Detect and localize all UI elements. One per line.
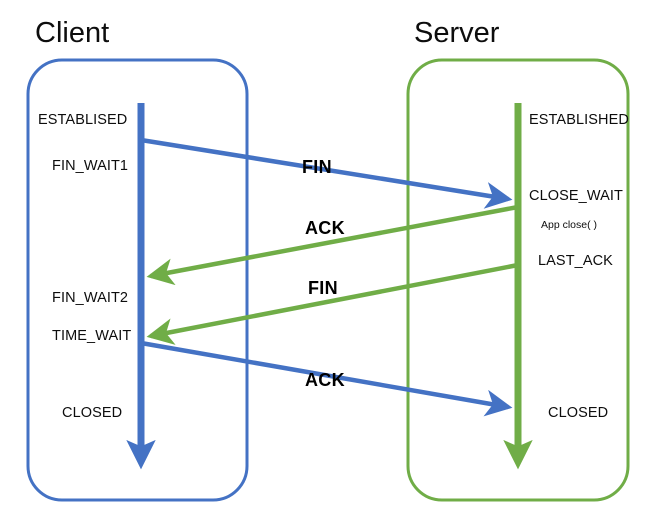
server-state-established: ESTABLISHED (529, 112, 629, 128)
client-state-fin-wait1: FIN_WAIT1 (52, 158, 129, 174)
client-state-established: ESTABLISED (38, 112, 128, 128)
server-state-last-ack: LAST_ACK (538, 253, 613, 269)
server-state-close-wait: CLOSE_WAIT (529, 188, 623, 204)
message-arrow-ack-server-to-client (146, 204, 519, 286)
server-state-closed: CLOSED (548, 405, 609, 421)
client-state-closed: CLOSED (62, 405, 123, 421)
message-label-fin-client-to-server: FIN (302, 157, 332, 177)
client-state-time-wait: TIME_WAIT (52, 328, 132, 344)
client-title: Client (35, 17, 110, 49)
message-arrow-ack-client-to-server (140, 340, 513, 417)
server-title: Server (414, 17, 500, 49)
message-label-fin-server-to-client: FIN (308, 278, 338, 298)
message-label-ack-client-to-server: ACK (305, 370, 345, 390)
server-box (406, 58, 630, 502)
message-label-ack-server-to-client: ACK (305, 218, 345, 238)
message-arrow-fin-server-to-client (146, 262, 519, 345)
server-note-app-close: App close( ) (541, 219, 598, 231)
client-box (26, 58, 249, 502)
message-arrow-fin-client-to-server (140, 137, 513, 209)
client-state-fin-wait2: FIN_WAIT2 (52, 290, 129, 306)
